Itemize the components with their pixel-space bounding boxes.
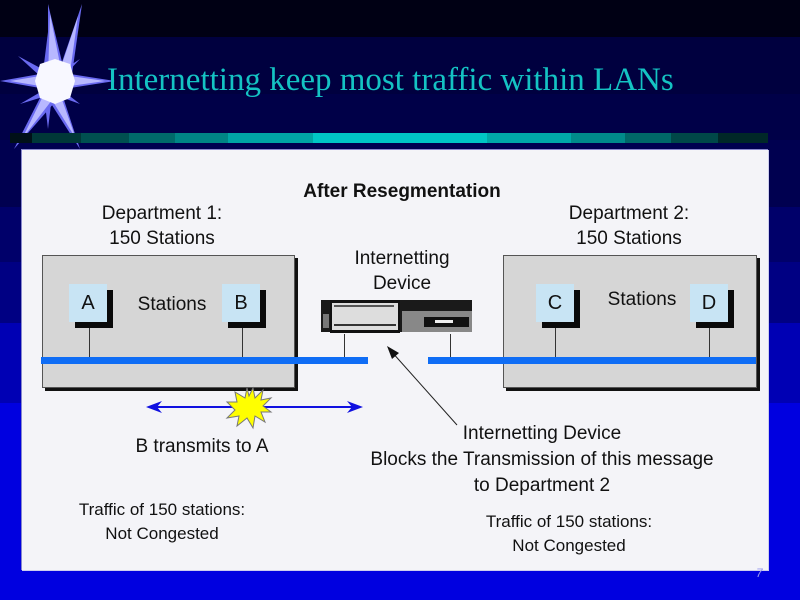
callout-line1: Internetting Device [462, 423, 622, 444]
dept2-traffic-line2: Not Congested [512, 536, 626, 555]
router-icon [321, 300, 472, 333]
dept2-name: Department 2: [568, 203, 690, 224]
collision-icon [225, 386, 273, 430]
callout-arrow [387, 346, 458, 426]
dept2-stations-label: Stations [607, 289, 677, 310]
station-a: A [69, 284, 107, 322]
station-d: D [690, 284, 728, 322]
station-c: C [536, 284, 574, 322]
dept1-count: 150 Stations [109, 228, 215, 249]
device-label-line2: Device [372, 273, 432, 294]
station-b-drop [242, 328, 243, 357]
callout-line2: Blocks the Transmission of this message [370, 449, 714, 470]
page-number: 7 [756, 566, 763, 580]
device-left-drop [344, 334, 345, 357]
dept1-name: Department 1: [101, 203, 223, 224]
dept2-traffic-line1: Traffic of 150 stations: [485, 512, 653, 531]
station-d-drop [709, 328, 710, 357]
station-a-drop [89, 328, 90, 357]
lan-segment-1 [41, 357, 368, 364]
dept1-traffic-line2: Not Congested [105, 524, 219, 543]
device-right-drop [450, 334, 451, 357]
callout-line3: to Department 2 [473, 475, 611, 496]
transmission-label: B transmits to A [135, 436, 269, 457]
device-label-line1: Internetting [354, 248, 450, 269]
dept1-traffic-line1: Traffic of 150 stations: [78, 500, 246, 519]
station-b: B [222, 284, 260, 322]
diagram-panel: After Resegmentation Department 1: 150 S… [21, 149, 768, 570]
station-c-drop [555, 328, 556, 357]
dept1-stations-label: Stations [137, 294, 207, 315]
slide-title: Internetting keep most traffic within LA… [107, 62, 674, 98]
diagram-heading: After Resegmentation [303, 181, 501, 202]
lan-segment-2 [428, 357, 756, 364]
dept2-count: 150 Stations [576, 228, 682, 249]
